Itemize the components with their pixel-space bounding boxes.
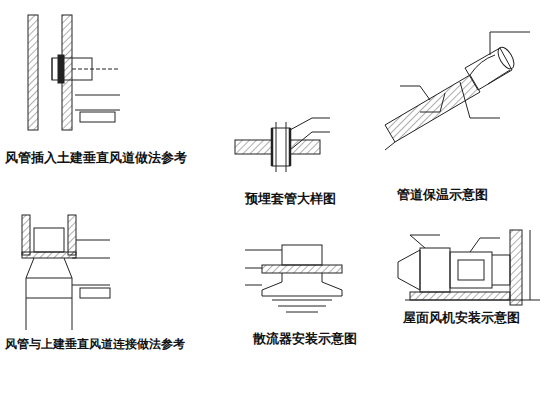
- drawing-title: 风管与上建垂直风道连接做法参考: [4, 336, 186, 353]
- drawing-title: 预埋套管大样图: [244, 190, 337, 208]
- drawing-title: 屋面风机安装示意图: [402, 310, 521, 327]
- drawing-title: 管道保温示意图: [396, 186, 489, 204]
- drawing-title: 散流器安装示意图: [252, 330, 358, 348]
- drawing-title: 风管插入土建垂直风道做法参考: [4, 150, 188, 167]
